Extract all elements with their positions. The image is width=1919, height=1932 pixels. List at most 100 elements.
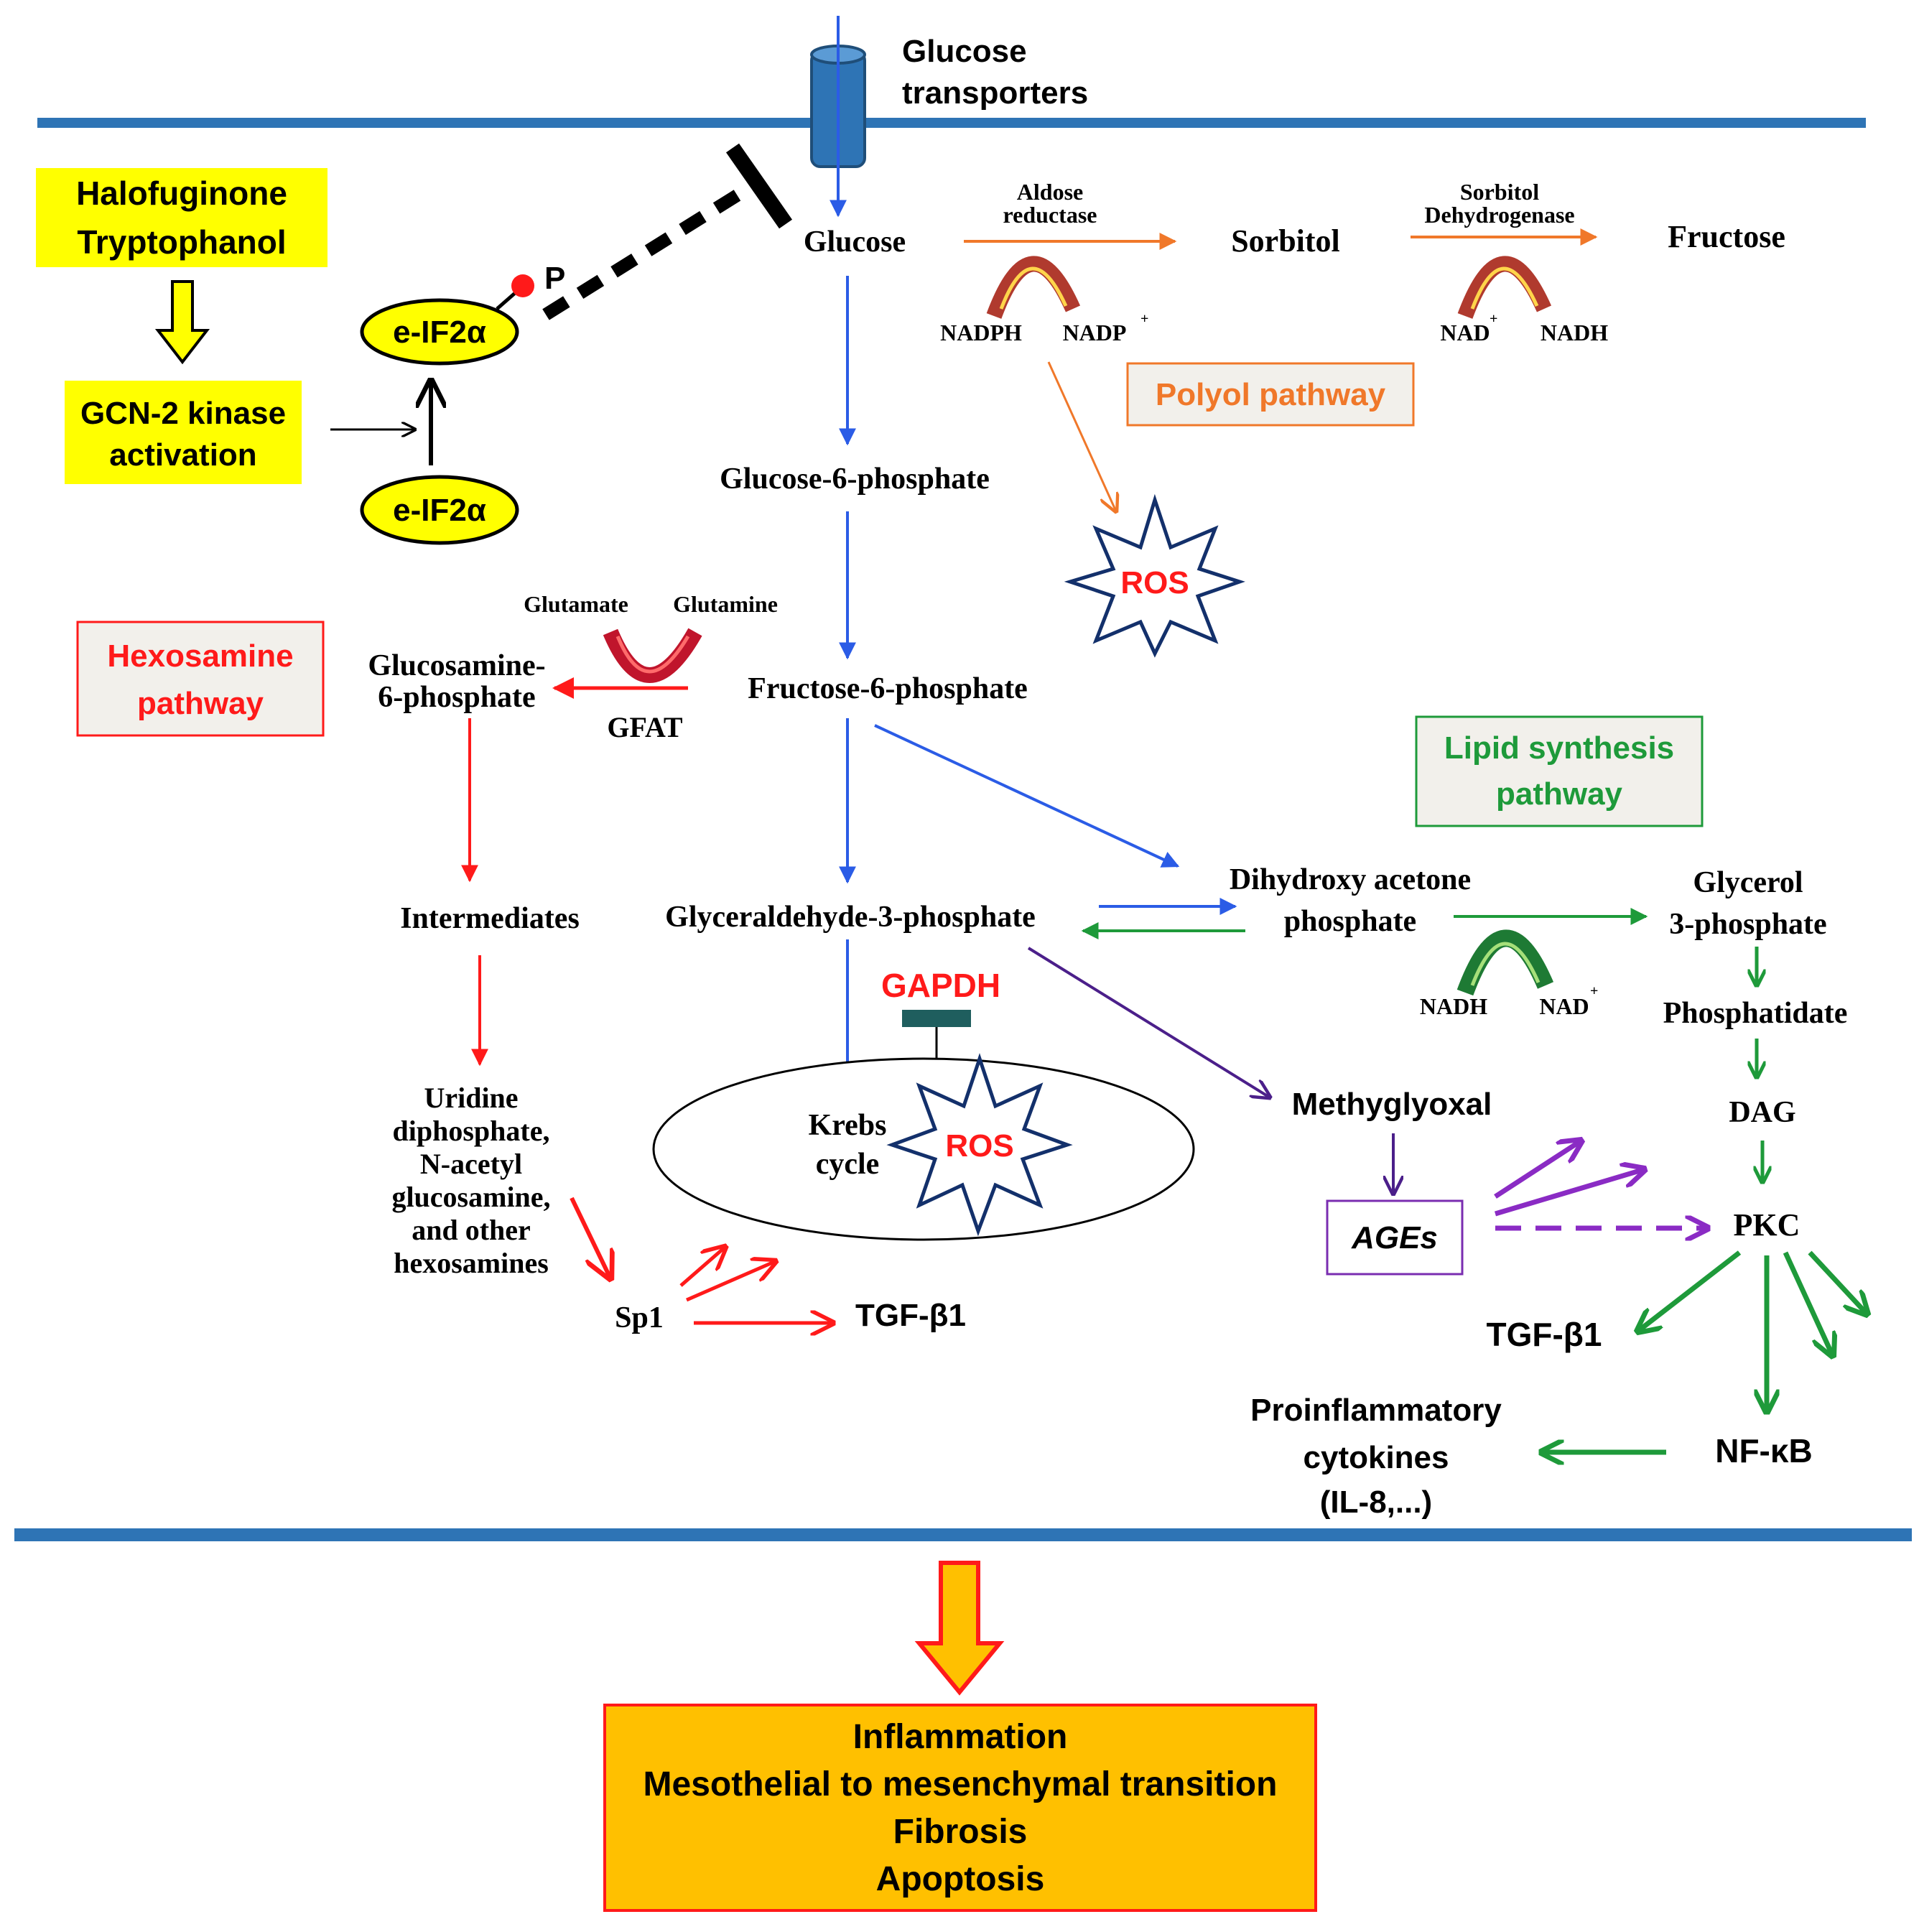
nadph-to-ros-arrow <box>1047 361 1116 511</box>
sdh-line-2: Dehydrogenase <box>1424 202 1574 228</box>
bottom-membrane <box>14 1528 1912 1541</box>
drug-tryptophanol: Tryptophanol <box>77 223 286 261</box>
udp-line-3: N-acetyl <box>420 1148 522 1180</box>
outcome-down-arrow-icon <box>914 1561 1005 1696</box>
hexosamine-label-2: pathway <box>137 686 264 721</box>
lipid-nadh-arc-icon <box>1456 929 1554 996</box>
outcome-mmt: Mesothelial to mesenchymal transition <box>643 1765 1278 1803</box>
glucose-transporter-icon <box>810 16 866 218</box>
ages-arrow-1 <box>1494 1141 1581 1199</box>
hexosamine-pathway-box <box>76 621 325 737</box>
transporter-label-2: transporters <box>902 75 1088 111</box>
glucose-6-phosphate: Glucose-6-phosphate <box>720 463 990 496</box>
lipid-nad: NAD <box>1539 993 1589 1019</box>
pkc: PKC <box>1734 1207 1800 1243</box>
lipid-nadh: NADH <box>1420 993 1487 1019</box>
polyol-nadp-plus: + <box>1140 311 1148 327</box>
nad-arc-icon <box>1457 256 1552 319</box>
ages-arrow-2 <box>1495 1169 1645 1217</box>
sp1-arrow-1 <box>679 1247 725 1287</box>
polyol-ros-label: ROS <box>1120 565 1189 600</box>
pkc-arrow-3 <box>1783 1251 1833 1356</box>
f6p-to-dhap-arrow <box>874 724 1180 868</box>
outcome-box <box>603 1704 1317 1912</box>
phosphatidate: Phosphatidate <box>1663 997 1848 1030</box>
gfat: GFAT <box>607 711 682 743</box>
mito-ros-label: ROS <box>945 1128 1013 1164</box>
gapdh-block-icon <box>902 1010 971 1027</box>
krebs-line-2: cycle <box>816 1148 880 1181</box>
transporter-label-1: Glucose <box>902 34 1027 69</box>
hexosamine-label-1: Hexosamine <box>107 638 293 674</box>
polyol-nad: NAD <box>1440 320 1490 345</box>
glutamine-arc-icon <box>603 628 702 683</box>
methylglyoxal: Methyglyoxal <box>1292 1087 1492 1122</box>
outcome-apoptosis: Apoptosis <box>876 1860 1045 1898</box>
nfkb: NF-κB <box>1715 1432 1813 1469</box>
aldose-line-2: reductase <box>1003 202 1097 228</box>
polyol-nadp: NADP <box>1063 320 1127 345</box>
gap-to-methylglyoxal-arrow <box>1027 947 1270 1097</box>
udp-line-1: Uridine <box>424 1082 518 1114</box>
aldose-line-1: Aldose <box>1017 179 1083 205</box>
sp1-arrow-2 <box>686 1261 776 1302</box>
sorbitol: Sorbitol <box>1231 223 1340 259</box>
polyol-pathway-box <box>1126 362 1415 427</box>
eif2a-top-label: e-IF2α <box>393 315 486 350</box>
cytokines-line-3: (IL-8,...) <box>1320 1485 1432 1520</box>
inhibition-dashed-line <box>542 178 759 320</box>
udp-line-2: diphosphate, <box>393 1115 550 1147</box>
gapdh-label: GAPDH <box>881 967 1000 1004</box>
eif2a-top <box>360 298 519 366</box>
nadph-arc-icon <box>986 256 1081 319</box>
inhibition-bar-icon <box>725 143 793 229</box>
glyceraldehyde-3-phosphate: Glyceraldehyde-3-phosphate <box>665 901 1036 934</box>
pkc-arrow-4 <box>1808 1250 1867 1314</box>
ages-label: AGEs <box>1351 1220 1438 1255</box>
lipid-tgf: TGF-β1 <box>1487 1316 1602 1353</box>
fructose: Fructose <box>1668 219 1785 254</box>
drug-box <box>36 168 327 267</box>
kinase-box <box>65 381 302 484</box>
dhap-line-2: phosphate <box>1284 905 1416 938</box>
gln6p-line-1: Glucosamine- <box>368 649 545 682</box>
udp-line-6: hexosamines <box>394 1247 549 1279</box>
dhap-line-1: Dihydroxy acetone <box>1230 863 1471 896</box>
pkc-to-tgf-arrow <box>1637 1250 1742 1332</box>
polyol-nadph: NADPH <box>940 320 1022 345</box>
udp-to-sp1-arrow <box>570 1197 610 1278</box>
krebs-line-1: Krebs <box>809 1109 887 1142</box>
mito-ros-star-icon <box>886 1053 1073 1237</box>
drug-down-arrow-icon <box>154 280 210 365</box>
ages-box <box>1326 1199 1464 1276</box>
sp1: Sp1 <box>615 1301 664 1334</box>
polyol-pathway-label: Polyol pathway <box>1156 377 1386 412</box>
outcome-fibrosis: Fibrosis <box>893 1813 1028 1851</box>
dag: DAG <box>1729 1096 1795 1129</box>
hexosamine-tgf: TGF-β1 <box>855 1298 966 1333</box>
cytokines-line-1: Proinflammatory <box>1250 1393 1502 1428</box>
glutamate: Glutamate <box>524 591 628 617</box>
kinase-line-1: GCN-2 kinase <box>80 396 286 431</box>
glutamine: Glutamine <box>673 591 778 617</box>
eif2a-bottom-label: e-IF2α <box>393 493 486 528</box>
cytokines-line-2: cytokines <box>1304 1440 1449 1475</box>
lipid-label-1: Lipid synthesis <box>1444 730 1674 766</box>
udp-line-4: glucosamine, <box>391 1181 550 1213</box>
polyol-nad-plus: + <box>1490 311 1497 327</box>
lipid-nad-plus: + <box>1590 983 1598 999</box>
lipid-label-2: pathway <box>1496 776 1623 812</box>
phospho-label: P <box>544 261 565 296</box>
gln6p-line-2: 6-phosphate <box>378 681 535 714</box>
sdh-line-1: Sorbitol <box>1460 179 1539 205</box>
kinase-line-2: activation <box>109 437 256 473</box>
polyol-ros-star-icon <box>1064 493 1245 658</box>
lipid-pathway-box <box>1415 715 1704 827</box>
eif2a-bottom <box>360 475 519 545</box>
g3p-line-1: Glycerol <box>1693 866 1803 899</box>
udp-line-5: and other <box>412 1214 531 1246</box>
top-membrane <box>37 118 1866 128</box>
drug-halofuginone: Halofuginone <box>76 175 287 212</box>
fructose-6-phosphate: Fructose-6-phosphate <box>748 672 1028 705</box>
